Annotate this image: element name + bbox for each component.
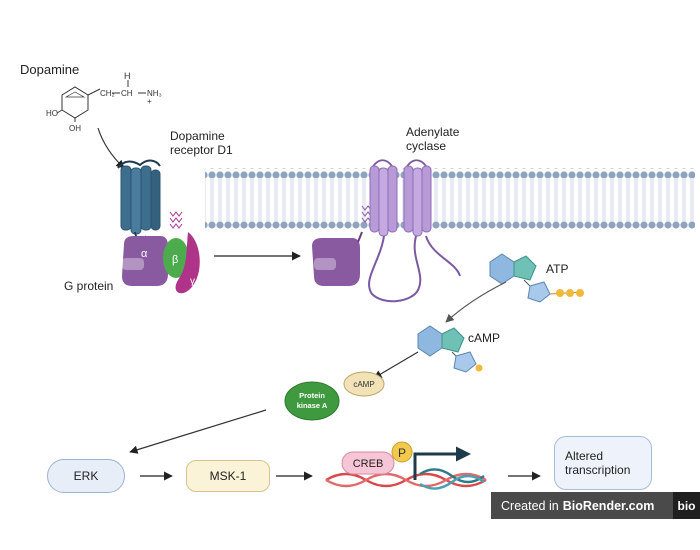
altered-transcription-node: Altered transcription — [554, 436, 652, 490]
pka-line1: Protein — [299, 391, 325, 400]
pka-line2: kinase A — [297, 401, 328, 410]
camp-label: cAMP — [468, 331, 501, 345]
receptor-label-line2: receptor D1 — [170, 143, 233, 157]
protein-kinase-a — [284, 371, 385, 421]
creb-protein — [341, 451, 395, 475]
molecule-plus: + — [147, 97, 152, 106]
creb-phosphate-label: P — [398, 446, 406, 460]
pka-to-erk-arrow — [129, 409, 267, 454]
watermark-brand: BioRender.com — [562, 498, 655, 513]
g-beta-label: β — [172, 254, 178, 266]
transcription-start-arrow — [413, 446, 471, 480]
g-alpha-label: α — [141, 248, 148, 260]
molecule-h: H — [124, 71, 131, 81]
dopamine-label: Dopamine — [20, 62, 80, 77]
atp-molecule — [489, 253, 584, 303]
atp-label: ATP — [546, 262, 569, 276]
watermark-created-in: Created in — [501, 498, 559, 513]
biorender-watermark[interactable]: Created in BioRender.com bio — [491, 492, 700, 519]
adenylate-label-line1: Adenylate — [406, 125, 460, 139]
camp-molecule — [417, 325, 483, 373]
molecule-nh3: NH₃ — [147, 89, 162, 98]
g-protein-complex — [122, 232, 200, 294]
biorender-logo: bio — [673, 492, 700, 519]
dopamine-binding-arrow — [97, 127, 125, 169]
dopamine-molecule: H CH₂ CH NH₃ + HO OH — [46, 71, 162, 133]
cell-membrane — [205, 168, 695, 231]
adenylate-label-line2: cyclase — [406, 139, 447, 153]
erk-node: ERK — [47, 459, 125, 493]
lipid-anchor — [169, 211, 183, 229]
molecule-ch2: CH₂ — [100, 89, 115, 98]
dna-helix — [325, 468, 487, 490]
receptor-label-line1: Dopamine — [170, 129, 225, 143]
atp-to-camp-arrow — [445, 281, 507, 323]
molecule-oh: OH — [69, 124, 81, 133]
g-gamma-label: γ — [190, 276, 195, 287]
creb-phosphate — [391, 441, 413, 463]
molecule-ho: HO — [46, 109, 58, 118]
camp-to-pka-arrow — [373, 351, 419, 379]
adenylate-cyclase — [368, 159, 461, 303]
pka-camp-tag: cAMP — [353, 380, 374, 389]
altered-line2: transcription — [565, 463, 631, 477]
d1-receptor — [117, 159, 161, 241]
msk1-node: MSK-1 — [186, 460, 270, 492]
altered-line1: Altered — [565, 449, 604, 463]
molecule-ch: CH — [121, 89, 133, 98]
creb-label: CREB — [353, 458, 384, 470]
g-alpha-bound — [312, 231, 363, 286]
g-protein-label: G protein — [64, 279, 114, 293]
